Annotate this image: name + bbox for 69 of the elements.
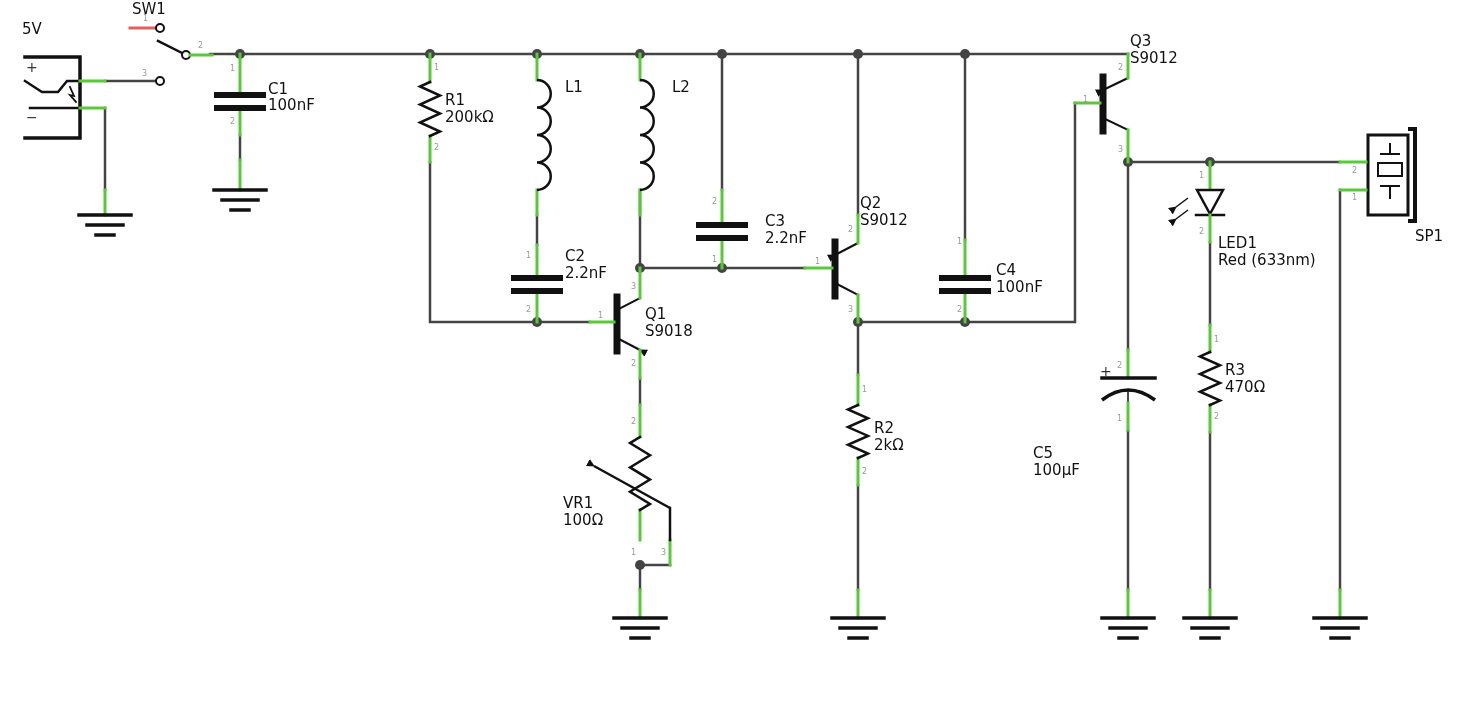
- pin-number: 1: [598, 312, 604, 320]
- pin-number: 2: [1118, 64, 1124, 72]
- component-value: 470Ω: [1225, 380, 1266, 395]
- pin-number: 1: [1199, 172, 1205, 180]
- component-value: 2.2nF: [765, 231, 807, 246]
- pin-number: 1: [526, 252, 532, 260]
- component-value: 2kΩ: [874, 438, 904, 453]
- pin-number: 1: [1083, 96, 1089, 104]
- pin-number: 1: [1214, 336, 1220, 344]
- pin-number: 2: [1352, 167, 1358, 175]
- pin-number: 2: [526, 306, 532, 314]
- polarity-sign: +: [1100, 364, 1112, 378]
- pin-number: 1: [862, 386, 868, 394]
- pin-number: 2: [862, 468, 868, 476]
- component-label: Q3: [1130, 34, 1152, 49]
- component-label: L2: [672, 80, 690, 95]
- pin-number: 1: [434, 64, 440, 72]
- component-label: LED1: [1218, 236, 1257, 251]
- pin-number: 2: [230, 118, 236, 126]
- pin-number: 2: [712, 198, 718, 206]
- pin-number: 3: [631, 283, 637, 291]
- pin-number: 2: [1199, 228, 1205, 236]
- component-value: 100Ω: [563, 513, 604, 528]
- polarity-sign: −: [26, 110, 38, 124]
- component-label: SW1: [132, 2, 166, 17]
- component-value: S9018: [645, 324, 693, 339]
- pin-number: 2: [957, 306, 963, 314]
- component-value: Red (633nm): [1218, 253, 1316, 268]
- pin-number: 1: [230, 65, 236, 73]
- pin-number: 3: [142, 70, 148, 78]
- pin-number: 2: [1214, 413, 1220, 421]
- component-label: Q2: [860, 196, 882, 211]
- component-value: 100nF: [268, 98, 315, 113]
- component-label: R2: [874, 421, 894, 436]
- pin-number: 2: [631, 360, 637, 368]
- pin-number: 1: [143, 15, 149, 23]
- pin-number: 2: [434, 144, 440, 152]
- pin-number: 2: [848, 226, 854, 234]
- pin-number: 1: [712, 256, 718, 264]
- component-value: 100µF: [1033, 463, 1080, 478]
- pin-number: 3: [1118, 146, 1124, 154]
- polarity-sign: +: [26, 60, 38, 74]
- pin-number: 2: [631, 418, 637, 426]
- pin-number: 1: [631, 549, 637, 557]
- pin-number: 2: [198, 42, 204, 50]
- pin-number: 1: [815, 258, 821, 266]
- component-label: C3: [765, 214, 786, 229]
- voltage-label: 5V: [22, 22, 42, 37]
- component-label: R3: [1225, 363, 1245, 378]
- pin-number: 2: [1117, 362, 1123, 370]
- component-label: VR1: [563, 496, 594, 511]
- component-value: 100nF: [996, 280, 1043, 295]
- pin-number: 3: [661, 549, 667, 557]
- component-value: 2.2nF: [565, 266, 607, 281]
- pin-number: 1: [1117, 415, 1123, 423]
- pin-number: 1: [1352, 194, 1358, 202]
- component-label: L1: [565, 80, 583, 95]
- component-value: 200kΩ: [445, 110, 494, 125]
- component-label: R1: [445, 93, 465, 108]
- component-value: S9012: [860, 213, 908, 228]
- component-label: C2: [565, 249, 586, 264]
- component-label: C5: [1033, 446, 1054, 461]
- component-label: Q1: [645, 307, 667, 322]
- component-label: C1: [268, 82, 289, 97]
- pin-number: 1: [957, 238, 963, 246]
- component-value: S9012: [1130, 51, 1178, 66]
- component-label: SP1: [1415, 229, 1444, 244]
- pin-number: 3: [848, 306, 854, 314]
- component-label: C4: [996, 263, 1017, 278]
